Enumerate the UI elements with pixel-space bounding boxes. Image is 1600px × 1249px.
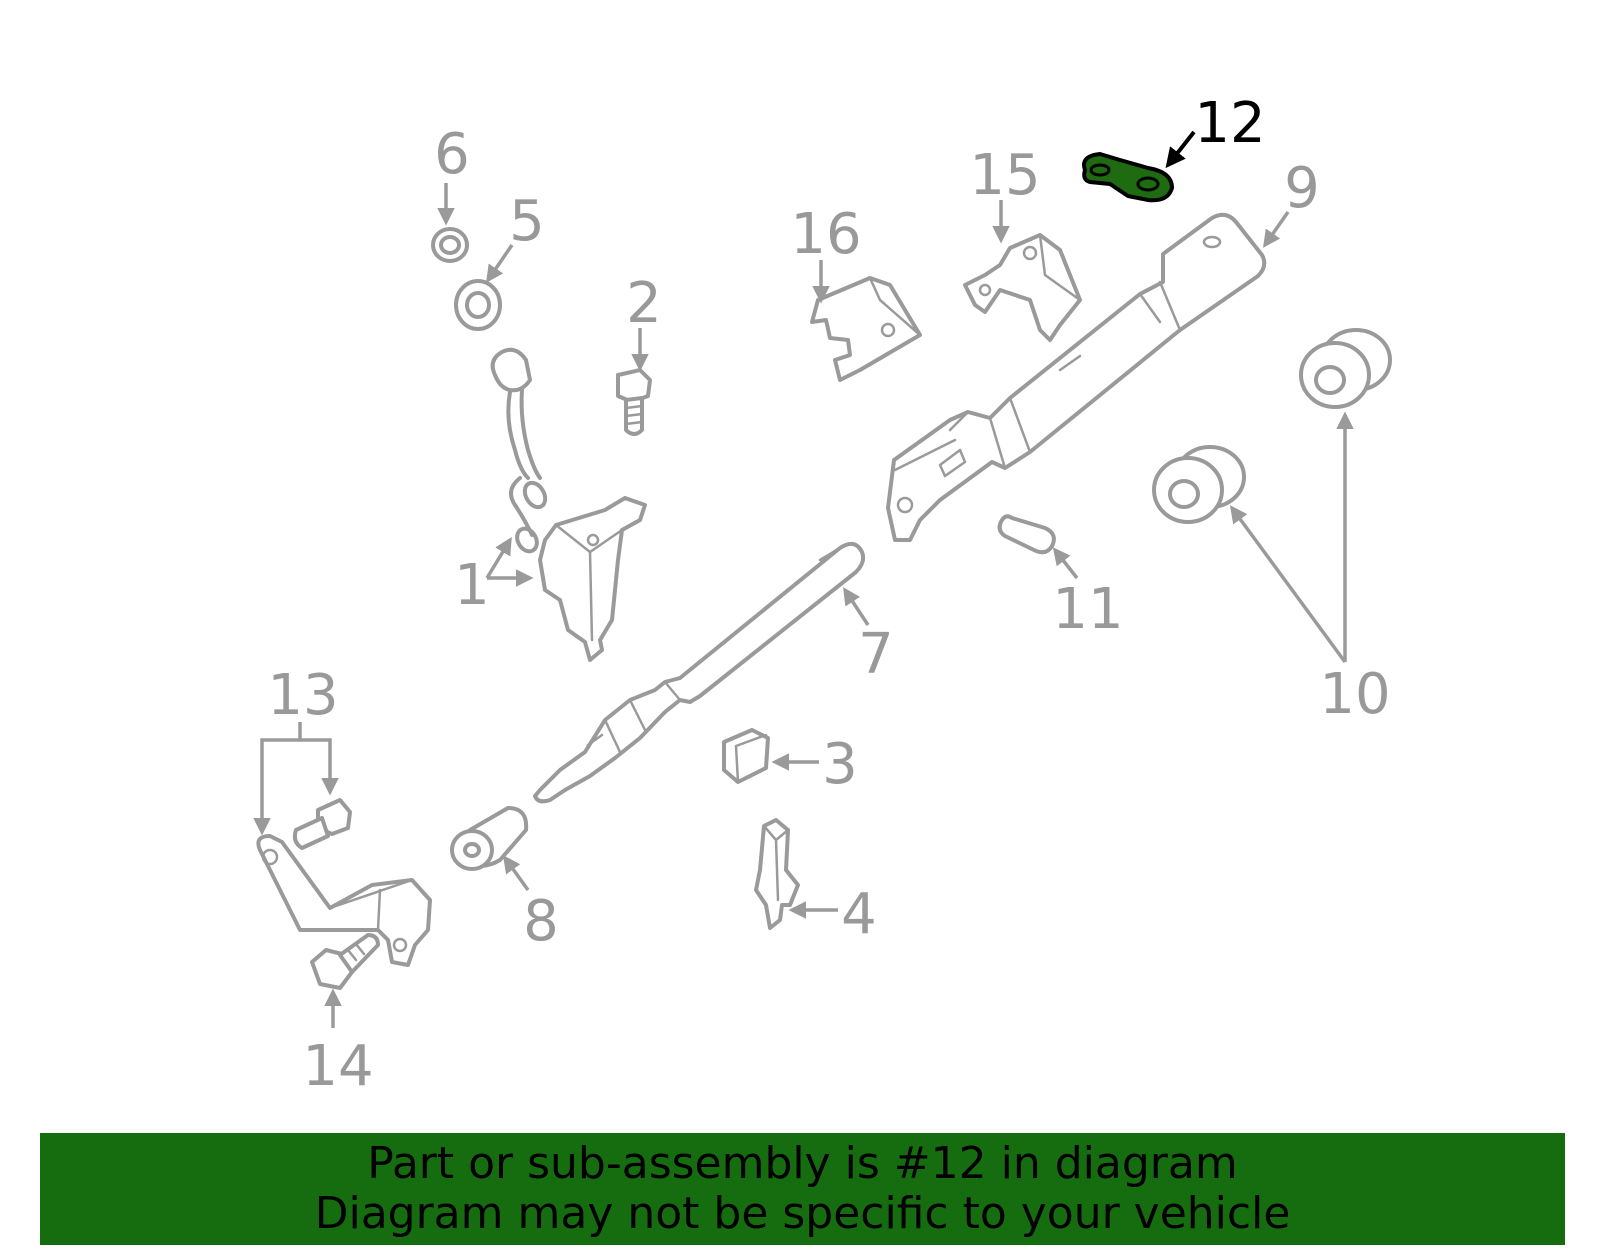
callout-4: 4 — [841, 882, 877, 947]
part-4-lever — [754, 818, 800, 930]
callout-7: 7 — [858, 622, 894, 687]
callout-labels: 6 5 2 1 16 15 12 9 7 11 10 13 3 4 8 14 — [267, 91, 1390, 1099]
callout-1: 1 — [454, 553, 490, 618]
callout-12-highlighted: 12 — [1194, 91, 1265, 156]
callout-13: 13 — [267, 663, 338, 728]
part-11-pin — [997, 514, 1056, 555]
callout-2: 2 — [626, 271, 662, 336]
callout-5: 5 — [509, 189, 545, 254]
callout-8: 8 — [523, 889, 559, 954]
banner-line-2: Diagram may not be specific to your vehi… — [314, 1188, 1291, 1239]
callout-14: 14 — [302, 1034, 373, 1099]
part-6-washer — [431, 227, 469, 263]
part-1-bracket — [490, 347, 647, 662]
part-15-housing — [963, 233, 1082, 342]
part-13-bracket — [256, 798, 432, 967]
callout-11: 11 — [1052, 577, 1123, 642]
callout-10: 10 — [1319, 662, 1390, 727]
callout-3: 3 — [822, 732, 858, 797]
part-2-bolt — [616, 368, 652, 436]
part-9-column-tube — [886, 212, 1267, 542]
part-16-bracket — [810, 276, 922, 382]
part-3-clip — [722, 728, 770, 784]
callout-9: 9 — [1284, 156, 1320, 221]
part-8-bushing — [450, 806, 529, 871]
banner-line-1: Part or sub-assembly is #12 in diagram — [367, 1138, 1238, 1189]
info-banner: Part or sub-assembly is #12 in diagram D… — [40, 1133, 1565, 1245]
part-5-bushing — [454, 279, 502, 331]
part-7-shaft — [533, 541, 866, 804]
callout-15: 15 — [969, 143, 1040, 208]
leader-lines — [253, 130, 1354, 1028]
callout-16: 16 — [790, 202, 861, 267]
callout-6: 6 — [434, 122, 470, 187]
part-14-bolt — [310, 933, 380, 990]
part-10-bushings — [1152, 328, 1392, 524]
part-12-clip — [1082, 152, 1174, 203]
